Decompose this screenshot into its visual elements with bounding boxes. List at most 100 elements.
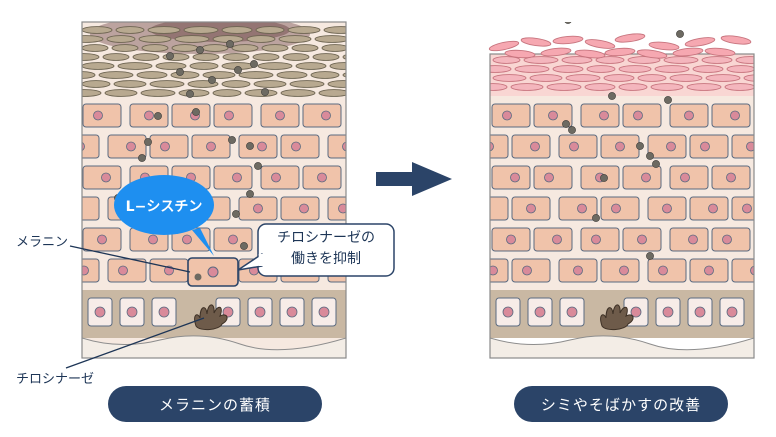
horny-cell <box>192 53 220 61</box>
skin-cell <box>490 134 509 159</box>
melanin-dot <box>646 152 654 160</box>
horny-cell <box>618 65 652 73</box>
right-arrow-icon <box>376 162 452 196</box>
cell-nucleus <box>746 141 754 152</box>
horny-cell <box>295 62 327 70</box>
melanin-dot <box>138 154 146 162</box>
cell-nucleus <box>548 110 558 121</box>
cell-nucleus <box>526 203 536 214</box>
horny-cell <box>257 62 293 70</box>
horny-cell <box>492 74 527 82</box>
horny-cell <box>759 66 776 73</box>
cell-nucleus <box>630 306 642 318</box>
melanin-dot <box>246 190 254 198</box>
cell-nucleus <box>228 234 238 245</box>
cell-nucleus <box>30 142 39 151</box>
horny-cell <box>291 44 319 52</box>
cell-nucleus <box>34 266 43 275</box>
horny-cell <box>627 56 661 64</box>
horny-cell <box>492 56 521 64</box>
inhibit-callout-line1: チロシナーゼの <box>277 230 375 246</box>
horny-cell <box>552 65 584 73</box>
skin-cell <box>327 196 346 221</box>
skin-after-panel <box>428 22 776 359</box>
skin-cell <box>82 134 100 159</box>
horny-cell <box>529 74 563 82</box>
cell-nucleus <box>182 234 192 245</box>
horny-cell <box>117 62 153 70</box>
cell-nucleus <box>552 234 562 245</box>
horny-cell <box>221 80 251 88</box>
cell-nucleus <box>704 265 714 276</box>
horny-cell <box>252 53 280 61</box>
cell-nucleus <box>342 141 346 152</box>
skin-cell <box>19 197 57 220</box>
cell-nucleus <box>684 110 694 121</box>
skin-cell <box>428 197 466 220</box>
cell-nucleus <box>93 110 103 121</box>
tyrosinase-leader <box>65 317 205 369</box>
melanin-dots <box>562 22 684 260</box>
horny-cell <box>318 89 346 97</box>
horny-cell <box>136 71 168 79</box>
horny-cell <box>618 83 648 91</box>
cell-nucleus <box>97 234 107 245</box>
horny-cell <box>155 62 187 70</box>
skin-cell <box>490 258 509 283</box>
bubble-tail <box>192 228 214 256</box>
horny-cell <box>692 65 724 73</box>
melanin-dot <box>166 52 174 60</box>
cell-nucleus <box>522 265 532 276</box>
skin-cell <box>753 167 754 188</box>
melanin-dots <box>114 40 269 281</box>
horny-cell <box>174 35 210 43</box>
cell-nucleus <box>318 306 330 318</box>
melanin-dot <box>186 90 194 98</box>
horny-cell <box>140 89 176 97</box>
horny-cell <box>586 65 616 73</box>
cell-nucleus <box>275 110 285 121</box>
horny-cell <box>654 65 690 73</box>
horny-cell <box>510 83 544 91</box>
cell-nucleus <box>666 141 676 152</box>
horny-cell <box>278 35 312 43</box>
cell-nucleus <box>726 172 736 183</box>
flake <box>504 49 536 59</box>
horny-cell <box>170 71 200 79</box>
cell-nucleus <box>680 172 690 183</box>
horny-layer <box>82 26 346 97</box>
cell-nucleus <box>765 111 774 120</box>
cell-nucleus <box>619 265 629 276</box>
skin-cell <box>490 196 509 221</box>
cell-nucleus <box>126 306 138 318</box>
cell-nucleus <box>224 110 234 121</box>
horny-cell <box>514 65 550 73</box>
horny-cell <box>231 44 259 52</box>
cell-nucleus <box>658 265 668 276</box>
horny-cell <box>735 56 754 64</box>
melanin-dot <box>562 120 570 128</box>
skin-cell <box>731 258 754 283</box>
horny-cell <box>178 89 210 97</box>
horny-cell <box>246 35 276 43</box>
cell-nucleus <box>569 141 579 152</box>
horny-cell <box>327 80 346 88</box>
flake <box>540 47 572 57</box>
melanin-dot <box>568 126 576 134</box>
melanin-dot <box>226 40 234 48</box>
horny-cell <box>280 89 316 97</box>
cell-nucleus <box>599 110 609 121</box>
melanin-dot <box>664 96 672 104</box>
cell-nucleus <box>700 141 710 152</box>
melanocyte-icon <box>194 304 228 331</box>
cell-nucleus <box>43 111 52 120</box>
cell-nucleus <box>291 141 301 152</box>
skin-cell <box>41 166 79 189</box>
horny-cell <box>221 26 253 34</box>
skin-cell <box>753 229 754 250</box>
cell-nucleus <box>544 172 554 183</box>
horny-cell <box>310 71 340 79</box>
horny-cell <box>289 80 325 88</box>
cell-nucleus <box>126 141 136 152</box>
horny-cell <box>342 72 346 78</box>
